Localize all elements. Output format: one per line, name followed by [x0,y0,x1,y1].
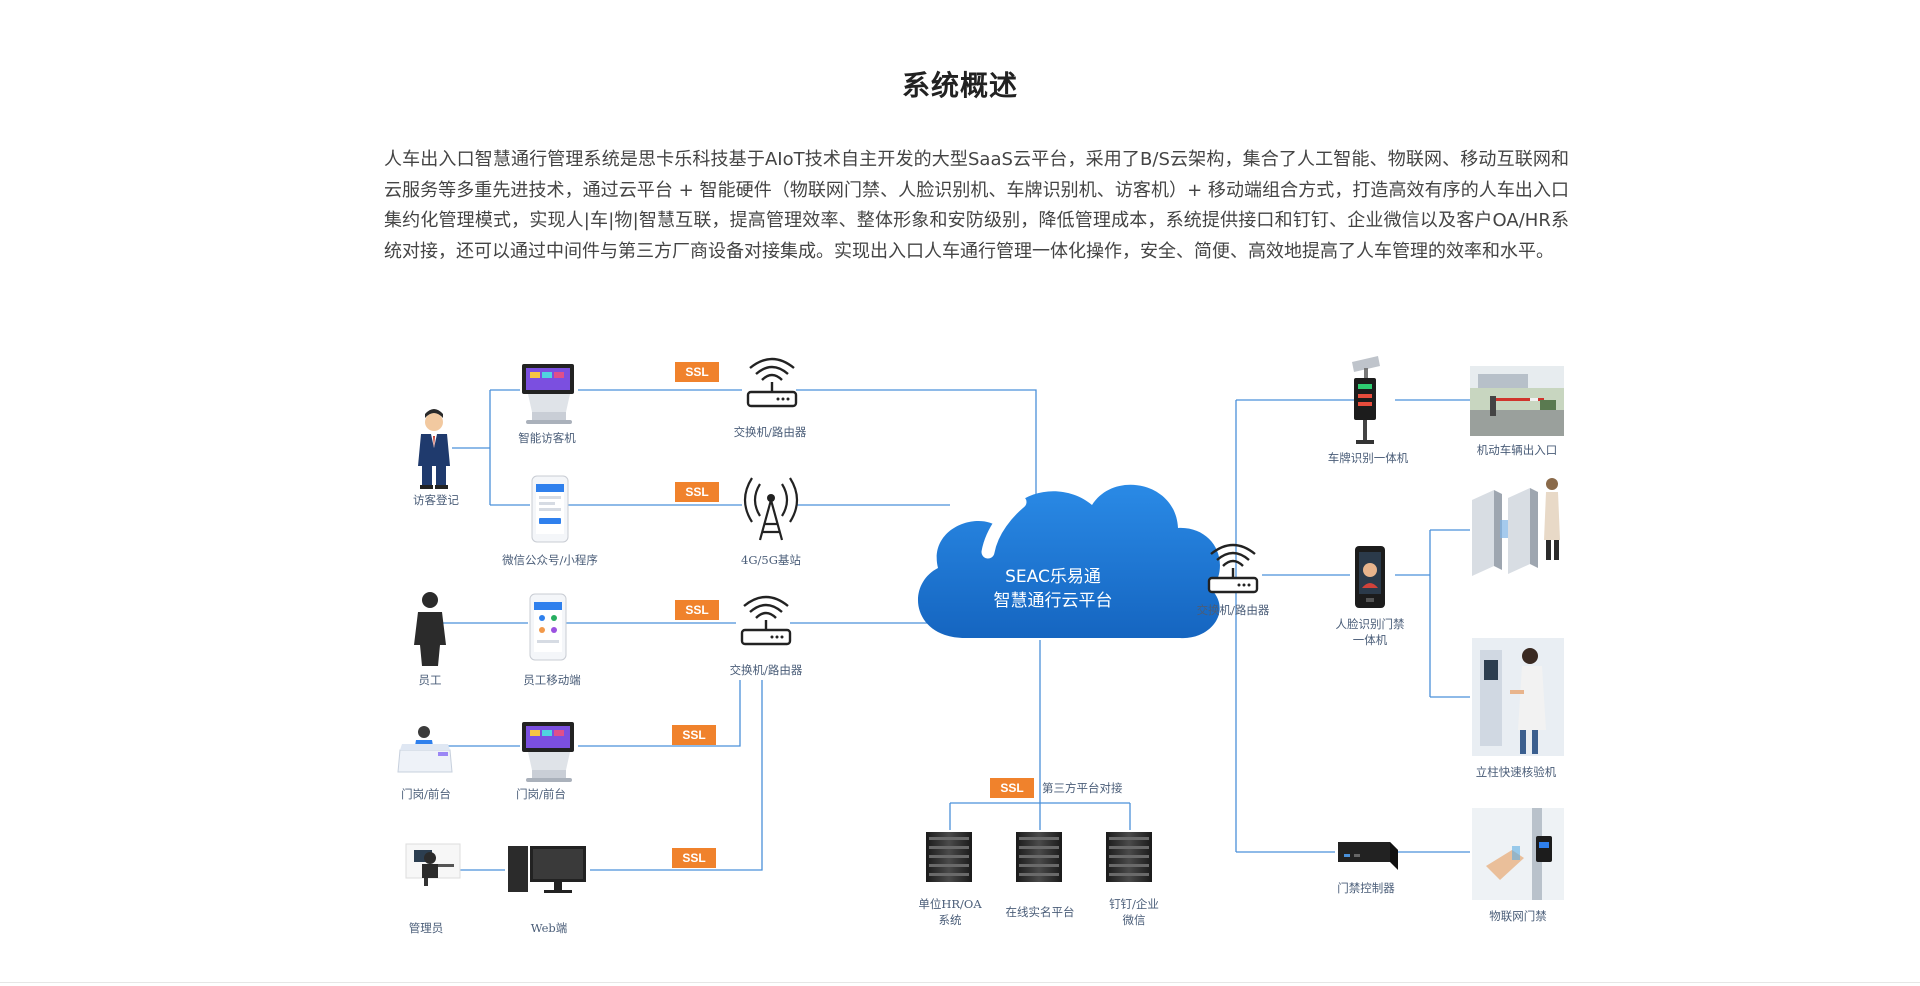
server-rack-icon [926,832,972,882]
label-guard-desk1: 门岗/前台 [401,787,451,801]
label-vehicle-gate: 机动车辆出入口 [1477,443,1558,457]
staff-silhouette-icon [414,592,446,666]
label-hr-oa: 单位HR/OA [918,897,982,911]
verification-kiosk-photo [1472,638,1564,756]
ssl-badges: SSL SSL SSL SSL SSL SSL [672,362,1034,868]
svg-text:系统: 系统 [939,913,962,927]
visitor-terminal-icon [522,364,574,424]
page-title: 系统概述 [901,69,1018,102]
ssl-badge: SSL [672,848,716,868]
cell-tower-icon [743,477,799,541]
label-switch1: 交换机/路由器 [734,425,807,439]
ssl-badge: SSL [672,725,716,745]
label-plate-cam: 车牌识别一体机 [1328,451,1409,465]
svg-text:SSL: SSL [682,728,705,742]
speed-gate-icon [1472,478,1560,576]
cloud-platform: SEAC乐易通 智慧通行云平台 [917,484,1220,639]
businessman-icon [418,409,450,489]
label-dingtalk: 钉钉/企业 [1109,897,1159,911]
tower-tip-icon [767,494,775,502]
smartphone-icon [529,593,567,661]
page-divider [0,982,1920,983]
label-face: 人脸识别门禁 [1336,617,1405,631]
vehicle-gate-photo [1470,366,1564,436]
ssl-badge: SSL [990,778,1034,798]
face-terminal-icon [1355,546,1385,608]
router-icon [1207,543,1259,594]
label-visitor-machine: 智能访客机 [518,431,576,445]
label-controller: 门禁控制器 [1337,881,1395,895]
svg-text:SSL: SSL [685,365,708,379]
label-staff: 员工 [419,673,442,687]
ssl-badge: SSL [675,362,719,382]
access-controller-icon [1338,842,1398,870]
cloud-subtitle: 智慧通行云平台 [994,591,1113,611]
label-guard-desk2: 门岗/前台 [516,787,566,801]
admin-workstation-icon [405,843,461,886]
label-realname: 在线实名平台 [1006,905,1075,919]
server-rack-icon [1106,832,1152,882]
label-wechat: 微信公众号/小程序 [502,553,598,567]
connection-lines [440,389,1470,871]
label-visitor-reg: 访客登记 [413,493,459,507]
reception-desk-icon [397,726,453,773]
label-third-party: 第三方平台对接 [1042,781,1123,795]
visitor-terminal-icon [522,722,574,782]
svg-text:一体机: 一体机 [1353,633,1388,647]
cloud-title: SEAC乐易通 [1005,567,1101,587]
iot-door-photo [1472,808,1564,900]
label-base-station: 4G/5G基站 [741,553,801,567]
svg-text:SSL: SSL [685,485,708,499]
ssl-badge: SSL [675,482,719,502]
smartphone-icon [531,475,569,543]
label-admin: 管理员 [409,921,444,935]
server-rack-icon [1016,832,1062,882]
svg-text:SSL: SSL [682,851,705,865]
router-icon [746,357,798,408]
desktop-pc-icon [508,846,586,893]
label-staff-mobile: 员工移动端 [523,673,581,687]
svg-text:微信: 微信 [1123,913,1146,927]
label-switch3: 交换机/路由器 [1197,603,1270,617]
router-icon [740,595,792,646]
svg-text:SSL: SSL [1000,781,1023,795]
intro-paragraph: 人车出入口智慧通行管理系统是思卡乐科技基于AIoT技术自主开发的大型SaaS云平… [384,149,1569,262]
label-speed-gate: 立柱快速核验机 [1476,765,1557,779]
label-web: Web端 [531,921,568,935]
svg-text:SSL: SSL [685,603,708,617]
label-iot-door: 物联网门禁 [1489,909,1547,923]
plate-camera-icon [1352,356,1380,444]
ssl-badge: SSL [675,600,719,620]
label-switch2: 交换机/路由器 [730,663,803,677]
